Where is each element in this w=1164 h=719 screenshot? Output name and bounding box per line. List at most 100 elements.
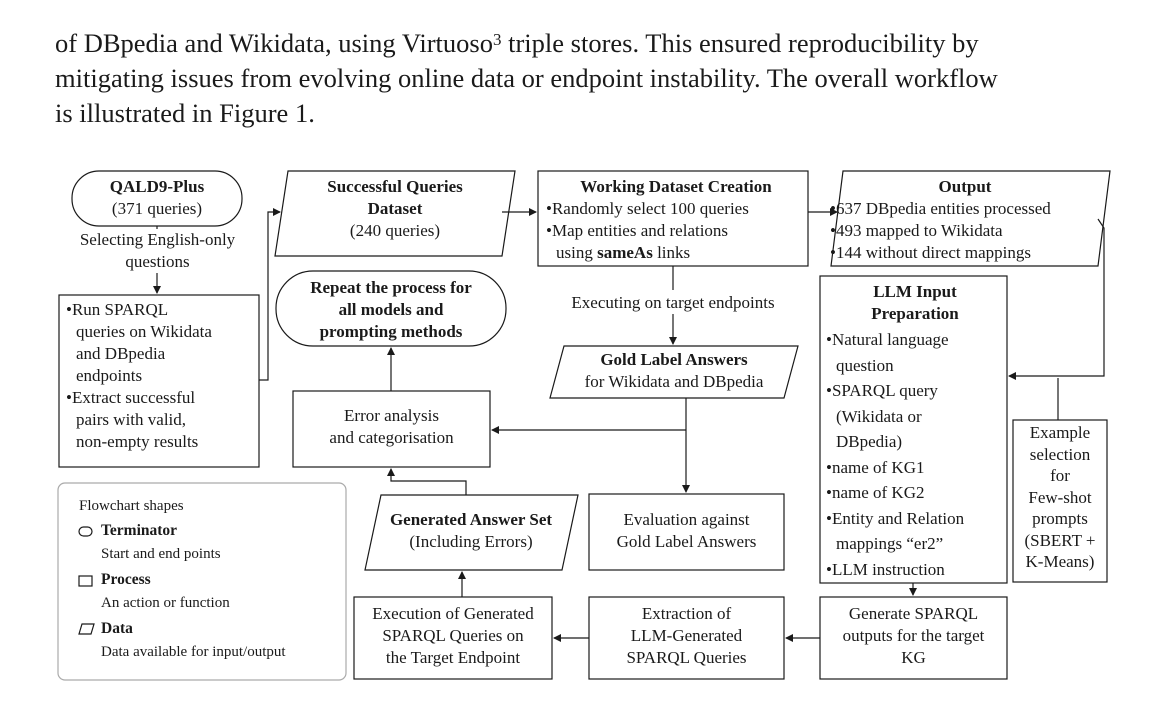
bullet-text: Run SPARQL xyxy=(71,300,169,319)
llm-bullet: •SPARQL query xyxy=(826,381,938,400)
output-data-shape xyxy=(830,170,1111,267)
run-sparql-process-shape xyxy=(58,294,260,468)
output-bullet: •637 DBpedia entities processed xyxy=(830,199,1051,218)
extraction-box: Extraction of LLM-Generated SPARQL Queri… xyxy=(589,603,784,669)
bullet-text: using xyxy=(556,243,598,262)
working-title: Working Dataset Creation xyxy=(580,177,772,196)
bullet-text: 144 without direct mappings xyxy=(835,243,1031,262)
repeat-line: Repeat the process for xyxy=(310,278,472,297)
successful-queries-data-shape xyxy=(274,170,516,257)
legend-data-desc: Data available for input/output xyxy=(101,644,286,660)
bullet-text: mappings “er2” xyxy=(836,534,944,553)
example-line: selection xyxy=(1029,444,1091,464)
arrow-run-to-successful xyxy=(259,208,281,381)
example-line: (SBERT + xyxy=(1024,530,1096,550)
bullet-text: question xyxy=(836,355,894,375)
bullet-text: (Wikidata or xyxy=(836,406,922,426)
generate-line: Generate SPARQL xyxy=(848,604,979,623)
example-selection-box: Example selection for Few-shot prompts (… xyxy=(1013,422,1107,573)
successful-queries-box: Successful Queries Dataset (240 queries) xyxy=(282,176,508,242)
legend-process: Process xyxy=(101,571,151,588)
evaluation-process-shape xyxy=(588,493,785,571)
bullet-text: links xyxy=(652,243,691,262)
gold-sub: for Wikidata and DBpedia xyxy=(584,372,764,391)
generate-sparql-box: Generate SPARQL outputs for the target K… xyxy=(820,603,1007,669)
bullet-text: Natural language xyxy=(831,330,949,349)
example-line: K-Means) xyxy=(1025,552,1095,571)
gold-label-data-shape xyxy=(549,345,799,399)
paragraph-text: of DBpedia and Wikidata, using Virtuoso xyxy=(55,28,493,58)
bullet-text: and DBpedia xyxy=(76,344,166,363)
output-bullet: •493 mapped to Wikidata xyxy=(830,221,1003,240)
qald-count: (371 queries) xyxy=(111,199,203,218)
label-line: questions xyxy=(125,252,190,271)
llm-title: LLM Input xyxy=(873,282,957,301)
label-line: Selecting English-only xyxy=(79,230,236,249)
example-selection-process-shape xyxy=(1012,419,1108,583)
bullet-text: DBpedia) xyxy=(836,432,903,451)
example-line: Few-shot xyxy=(1028,487,1092,507)
bullet-text: endpoints xyxy=(76,366,143,385)
paragraph-text: triple stores. This ensured reproducibil… xyxy=(501,28,979,58)
evaluation-line: Evaluation against xyxy=(623,510,750,529)
working-dataset-box: Working Dataset Creation •Randomly selec… xyxy=(546,176,806,264)
legend-terminator: Terminator xyxy=(101,522,178,539)
llm-bullet: •name of KG2 xyxy=(826,483,925,502)
bullet-text: name of KG2 xyxy=(831,483,925,502)
output-box: Output •637 DBpedia entities processed •… xyxy=(830,176,1100,264)
error-line: Error analysis xyxy=(344,406,439,425)
output-bullet: •144 without direct mappings xyxy=(830,243,1031,262)
executing-label: Executing on target endpoints xyxy=(545,292,801,314)
example-line: prompts xyxy=(1032,509,1088,528)
paragraph-line-1: of DBpedia and Wikidata, using Virtuoso3… xyxy=(55,26,1135,61)
llm-input-box: LLM Input Preparation •Natural language … xyxy=(826,281,1004,582)
legend-data: Data xyxy=(101,620,133,637)
execution-box: Execution of Generated SPARQL Queries on… xyxy=(354,603,552,669)
data-legend-icon xyxy=(78,623,95,635)
paragraph-line-3: is illustrated in Figure 1. xyxy=(55,98,315,128)
bullet-text: Map entities and relations xyxy=(551,221,729,240)
bullet-text: non-empty results xyxy=(76,432,199,451)
terminator-legend-icon xyxy=(78,526,93,537)
run-sparql-box: •Run SPARQL queries on Wikidata and DBpe… xyxy=(64,299,256,453)
process-legend-icon xyxy=(78,575,93,587)
evaluation-line: Gold Label Answers xyxy=(616,532,757,551)
llm-bullet: •Entity and Relation xyxy=(826,508,965,528)
output-title: Output xyxy=(938,177,992,196)
legend-terminator-desc: Start and end points xyxy=(101,546,221,562)
run-sparql-bullet: •Run SPARQL xyxy=(66,300,169,319)
extraction-line: SPARQL Queries xyxy=(626,648,747,667)
bullet-text: Entity and Relation xyxy=(831,508,965,528)
repeat-line: all models and xyxy=(338,300,444,319)
generated-title: Generated Answer Set xyxy=(389,510,553,529)
legend-process-desc: An action or function xyxy=(101,595,230,611)
paragraph-line-2: mitigating issues from evolving online d… xyxy=(55,63,998,93)
llm-bullet: •LLM instruction xyxy=(826,559,945,579)
working-bullet: •Randomly select 100 queries xyxy=(546,199,749,218)
gold-title: Gold Label Answers xyxy=(600,350,748,369)
generate-line: KG xyxy=(901,648,926,667)
legend-title: Flowchart shapes xyxy=(79,498,184,514)
body-paragraph: of DBpedia and Wikidata, using Virtuoso3… xyxy=(55,26,1135,131)
extract-pairs-bullet: •Extract successful xyxy=(66,388,196,407)
gold-label-box: Gold Label Answers for Wikidata and DBpe… xyxy=(553,349,795,393)
llm-bullet: •Natural language xyxy=(826,330,949,349)
bullet-text: SPARQL query xyxy=(831,381,938,400)
generate-line: outputs for the target xyxy=(842,626,985,645)
execution-line: the Target Endpoint xyxy=(385,648,521,667)
bullet-text: name of KG1 xyxy=(831,457,925,477)
successful-title: Dataset xyxy=(367,199,423,218)
extraction-line: Extraction of xyxy=(641,604,732,623)
evaluation-box: Evaluation against Gold Label Answers xyxy=(589,509,784,553)
working-bullet-cont: using sameAs links xyxy=(546,242,806,264)
error-line: and categorisation xyxy=(329,428,454,447)
bullet-text: Extract successful xyxy=(71,388,196,407)
footnote-marker[interactable]: 3 xyxy=(492,30,502,49)
execution-process-shape xyxy=(353,596,553,680)
llm-bullet: •name of KG1 xyxy=(826,457,925,477)
sameas-keyword: sameAs xyxy=(597,243,653,262)
repeat-terminator-shape xyxy=(275,270,507,347)
bullet-text: pairs with valid, xyxy=(76,410,187,429)
execution-line: Execution of Generated xyxy=(372,604,534,623)
